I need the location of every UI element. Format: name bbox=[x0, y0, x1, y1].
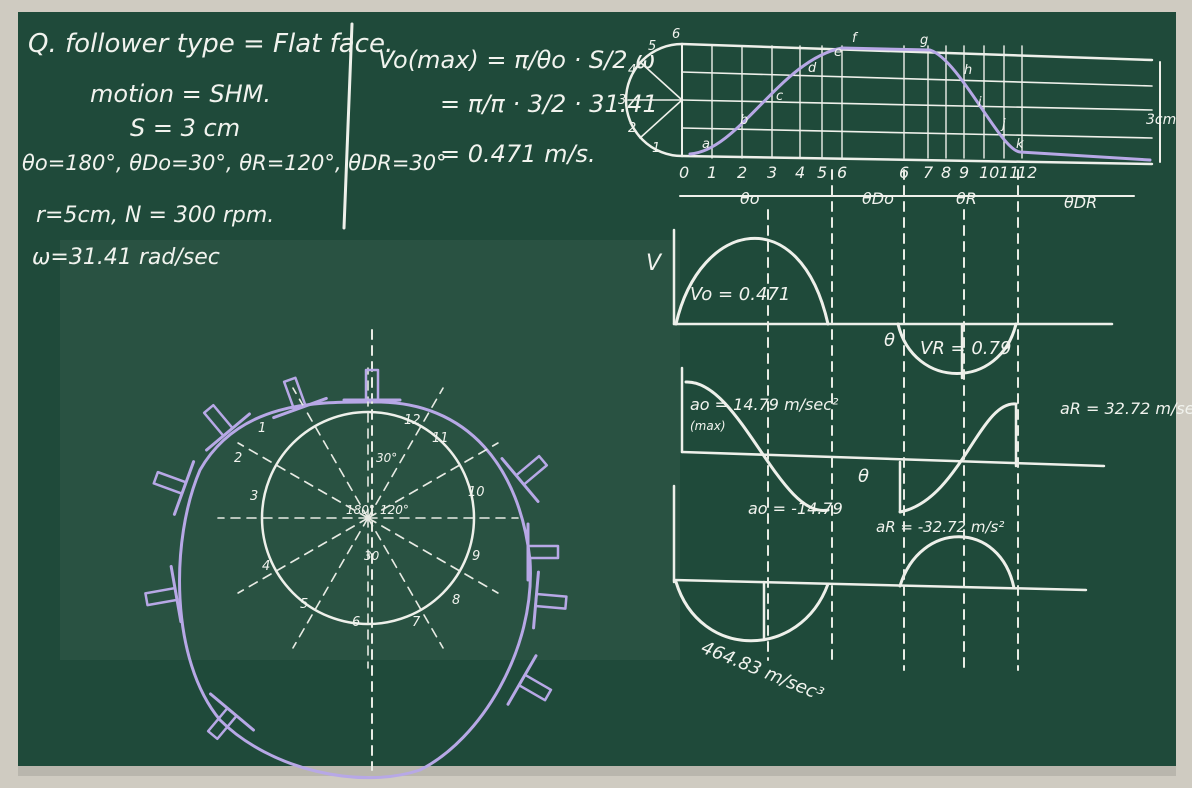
cam-point-label: 8 bbox=[452, 593, 460, 608]
displacement-fall-label: k bbox=[1016, 137, 1024, 152]
velocity-vr-label: VR = 0.79 bbox=[920, 338, 1011, 359]
displacement-tick-b: 8 bbox=[941, 163, 951, 182]
displacement-period-label: θDo bbox=[862, 189, 894, 208]
grid-bottom bbox=[680, 154, 1154, 166]
displacement-arc-label: 5 bbox=[648, 39, 656, 54]
displacement-tick-b: 11 bbox=[999, 163, 1019, 182]
acceleration-ao-neg: ao = -14.79 bbox=[748, 499, 843, 518]
given-question: Q. follower type = Flat face. bbox=[28, 29, 393, 59]
displacement-rise-label: d bbox=[808, 61, 817, 76]
displacement-rise-label: e bbox=[834, 45, 842, 60]
acceleration-ar-neg: aR = -32.72 m/s² bbox=[876, 518, 1004, 536]
cam-point-label: 2 bbox=[234, 451, 242, 466]
displacement-fall-label: j bbox=[1000, 117, 1006, 132]
cam-outer-profile bbox=[178, 400, 532, 780]
displacement-semicircle bbox=[624, 42, 684, 158]
displacement-tick-a: 6 bbox=[837, 163, 847, 182]
cam-point-label: 11 bbox=[432, 431, 449, 446]
displacement-rise-label: c bbox=[776, 89, 783, 104]
cam-point-label: 1 bbox=[258, 421, 266, 436]
displacement-tick-b: 12 bbox=[1017, 163, 1037, 182]
displacement-arc-label: 1 bbox=[652, 141, 660, 156]
displacement-fall-label: i bbox=[978, 95, 982, 110]
acceleration-rise-curve bbox=[684, 380, 830, 512]
acceleration-ar-label: aR = 32.72 m/sec² bbox=[1060, 399, 1192, 418]
velocity-axis-label: V bbox=[646, 251, 663, 276]
cam-angle-label: 180° bbox=[346, 503, 375, 517]
velocity-plot: V Vo = 0.471 θ VR = 0.79 bbox=[646, 228, 1114, 380]
cam-base-circle bbox=[260, 410, 476, 626]
velocity-rise-curve bbox=[674, 236, 830, 326]
acceleration-ao-label: ao = 14.79 m/sec² bbox=[690, 395, 839, 414]
displacement-height: 3cm bbox=[1146, 112, 1176, 128]
cam-point-label: 4 bbox=[262, 559, 270, 574]
displacement-tick-a: 5 bbox=[817, 163, 827, 182]
board-surface bbox=[18, 12, 1176, 774]
displacement-period-label: θR bbox=[956, 189, 977, 208]
given-omega: ω=31.41 rad/sec bbox=[32, 245, 220, 270]
displacement-tick-a: 4 bbox=[795, 163, 805, 182]
displacement-tick-a: 3 bbox=[767, 163, 777, 182]
displacement-tick-b: 7 bbox=[923, 163, 934, 182]
acceleration-plot: ao = 14.79 m/sec² (max) ao = -14.79 θ aR… bbox=[680, 366, 1192, 536]
cam-point-label: 9 bbox=[472, 549, 480, 564]
given-motion: motion = SHM. bbox=[90, 80, 271, 108]
velocity-calc-line2: = π/π · 3/2 · 31.41 bbox=[440, 90, 658, 118]
displacement-tick-b: 9 bbox=[959, 163, 969, 182]
cam-angle-label: 30° bbox=[376, 451, 397, 465]
displacement-tick-b: 10 bbox=[979, 163, 999, 182]
acceleration-return-curve bbox=[898, 402, 1018, 514]
displacement-period-label: θDR bbox=[1064, 193, 1097, 212]
velocity-calc-line1: Vo(max) = π/θo · S/2 ω bbox=[378, 46, 655, 74]
cam-point-label: 12 bbox=[404, 413, 421, 428]
cam-point-label: 6 bbox=[352, 615, 360, 630]
grid-top bbox=[680, 42, 1154, 62]
cam-point-label: 5 bbox=[300, 597, 308, 612]
displacement-rise-label: f bbox=[852, 31, 859, 46]
displacement-rise-label: b bbox=[740, 113, 748, 128]
velocity-return-curve bbox=[896, 322, 1018, 375]
jerk-rise-curve bbox=[674, 580, 830, 643]
displacement-arc-label: 6 bbox=[672, 27, 680, 42]
displacement-tick-a: 0 bbox=[679, 163, 689, 182]
displacement-tick-a: 2 bbox=[737, 163, 747, 182]
displacement-arc-label: 2 bbox=[628, 121, 636, 136]
board-haze bbox=[60, 240, 680, 660]
cam-point-label: 7 bbox=[412, 615, 421, 630]
displacement-arc-label: 3 bbox=[618, 93, 626, 108]
cam-angle-label: 120° bbox=[380, 503, 409, 517]
velocity-vo-label: Vo = 0.471 bbox=[690, 284, 790, 305]
divider-line bbox=[342, 22, 354, 230]
acceleration-theta-label: θ bbox=[858, 466, 869, 487]
jerk-return-curve bbox=[898, 535, 1016, 590]
velocity-theta-label: θ bbox=[884, 330, 895, 351]
board-frame-bottom bbox=[18, 766, 1176, 776]
displacement-rise-label: a bbox=[702, 137, 710, 152]
given-radius-speed: r=5cm, N = 300 rpm. bbox=[36, 203, 274, 228]
displacement-period-label: θo bbox=[740, 189, 760, 208]
cam-point-label: 10 bbox=[468, 485, 485, 500]
displacement-arc-label: 4 bbox=[628, 63, 636, 78]
velocity-calc-line3: = 0.471 m/s. bbox=[440, 140, 596, 168]
displacement-fall-label: g bbox=[920, 33, 928, 48]
displacement-tick-a: 1 bbox=[707, 163, 717, 182]
acceleration-ao-sub: (max) bbox=[690, 419, 726, 433]
displacement-fall-label: h bbox=[964, 63, 972, 78]
given-angles: θo=180°, θDo=30°, θR=120°, θDR=30° bbox=[22, 151, 447, 175]
given-stroke: S = 3 cm bbox=[130, 114, 240, 142]
cam-angle-label: 30 bbox=[364, 549, 380, 563]
displacement-curve bbox=[688, 46, 1152, 162]
cam-point-label: 3 bbox=[250, 489, 258, 504]
